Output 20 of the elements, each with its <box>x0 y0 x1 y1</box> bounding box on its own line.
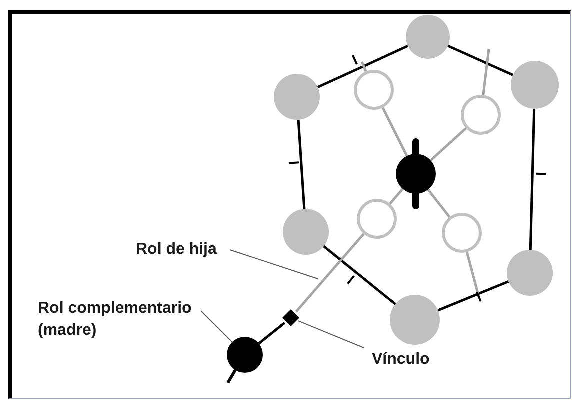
leader-line <box>230 250 318 280</box>
connector-line <box>438 280 510 312</box>
connector-line <box>448 44 514 76</box>
connector-line <box>427 189 451 218</box>
connector-line <box>297 120 306 210</box>
connector-line <box>258 322 286 345</box>
leader-line <box>298 320 364 348</box>
connector-line <box>482 48 490 96</box>
callout-text: Rol de hija <box>136 239 228 261</box>
connector-line <box>529 108 536 250</box>
callout-text: Vínculo <box>372 349 452 371</box>
connector-line <box>323 245 396 306</box>
leader-line <box>200 310 233 343</box>
connector-line <box>295 233 365 313</box>
connector-line <box>466 252 480 298</box>
callout-text: Rol complementario (madre) <box>38 298 200 342</box>
connector-line <box>389 188 404 205</box>
connector-line <box>430 128 468 162</box>
connector-line <box>360 62 368 72</box>
connector-line <box>317 45 409 89</box>
